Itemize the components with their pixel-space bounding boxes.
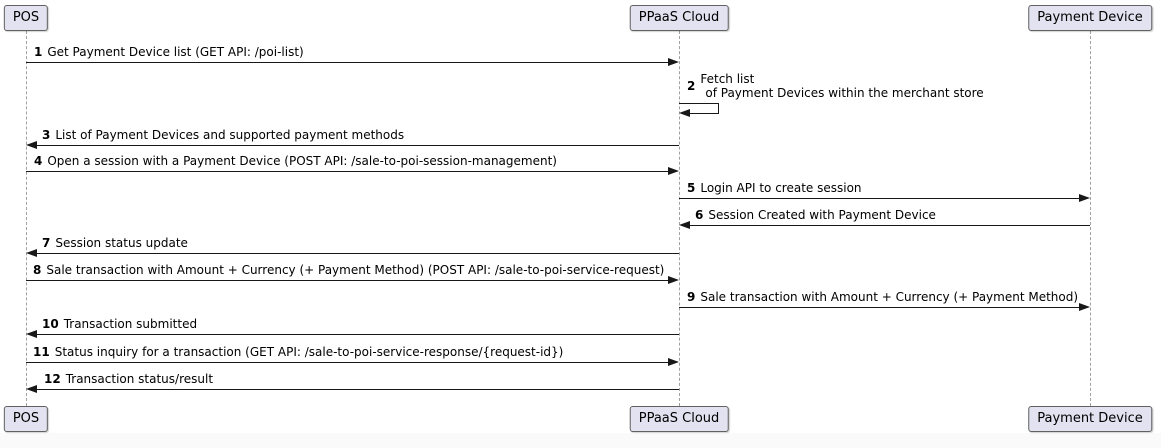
message-2-label: 2 Fetch list of Payment Devices within t…: [687, 72, 984, 100]
message-number: 9: [687, 290, 696, 304]
message-7-label: 7 Session status update: [42, 236, 188, 251]
message-1-label: 1 Get Payment Device list (GET API: /poi-…: [34, 45, 304, 60]
arrowhead-left-icon: [679, 109, 690, 117]
message-number: 10: [42, 317, 59, 331]
message-number: 8: [33, 263, 42, 277]
message-number: 6: [695, 208, 704, 222]
message-8-label: 8 Sale transaction with Amount + Currency…: [33, 263, 664, 278]
message-number: 3: [42, 128, 51, 142]
participant-payment-device-top: Payment Device: [1028, 5, 1152, 31]
message-2-loop-bottom: [689, 113, 719, 114]
participant-ppaas-cloud-top: PPaaS Cloud: [629, 5, 729, 31]
message-9-label: 9 Sale transaction with Amount + Currency…: [687, 290, 1078, 305]
participant-pos-bottom: POS: [3, 406, 49, 432]
participant-pos-top: POS: [3, 5, 49, 31]
message-4-line: [26, 171, 669, 172]
arrowhead-right-icon: [668, 58, 679, 66]
message-10-line: [36, 334, 679, 335]
message-1-line: [26, 62, 669, 63]
message-8-line: [26, 280, 669, 281]
message-11-line: [26, 362, 669, 363]
message-text: Status inquiry for a transaction (GET AP…: [54, 345, 564, 359]
message-text: Login API to create session: [700, 181, 862, 195]
arrowhead-left-icon: [26, 330, 37, 338]
message-text: Transaction status/result: [65, 372, 214, 386]
message-3-line: [36, 145, 679, 146]
message-text: Sale transaction with Amount + Currency …: [700, 290, 1079, 304]
arrowhead-right-icon: [668, 276, 679, 284]
arrowhead-left-icon: [26, 385, 37, 393]
message-9-line: [679, 307, 1079, 308]
arrowhead-left-icon: [26, 141, 37, 149]
message-text: Fetch list of Payment Devices within the…: [700, 72, 984, 100]
message-3-label: 3 List of Payment Devices and supported p…: [42, 128, 404, 143]
message-10-label: 10 Transaction submitted: [42, 317, 197, 332]
message-5-label: 5 Login API to create session: [687, 181, 862, 196]
lifeline-ppaas-cloud: [679, 31, 680, 406]
message-text: Session status update: [55, 236, 188, 250]
message-text: Open a session with a Payment Device (PO…: [47, 154, 557, 168]
message-number: 12: [44, 372, 61, 386]
message-number: 2: [687, 78, 696, 93]
page-background-strip: [0, 433, 1161, 448]
message-text: Transaction submitted: [63, 317, 198, 331]
message-6-label: 6 Session Created with Payment Device: [695, 208, 936, 223]
message-text: Sale transaction with Amount + Currency …: [46, 263, 665, 277]
message-12-label: 12 Transaction status/result: [44, 372, 213, 387]
message-text: Session Created with Payment Device: [708, 208, 936, 222]
message-number: 5: [687, 181, 696, 195]
message-7-line: [36, 253, 679, 254]
arrowhead-right-icon: [668, 358, 679, 366]
arrowhead-right-icon: [668, 167, 679, 175]
participant-ppaas-cloud-bottom: PPaaS Cloud: [629, 406, 729, 432]
message-2-loop-top: [679, 103, 719, 104]
message-text: Get Payment Device list (GET API: /poi-l…: [47, 45, 304, 59]
arrowhead-right-icon: [1079, 303, 1090, 311]
message-11-label: 11 Status inquiry for a transaction (GET …: [33, 345, 563, 360]
arrowhead-right-icon: [1079, 194, 1090, 202]
message-number: 11: [33, 345, 50, 359]
message-text: List of Payment Devices and supported pa…: [55, 128, 405, 142]
message-6-line: [690, 225, 1090, 226]
message-2-loop-side: [718, 103, 719, 114]
message-5-line: [679, 198, 1079, 199]
arrowhead-left-icon: [679, 221, 690, 229]
lifeline-payment-device: [1090, 31, 1091, 406]
message-number: 1: [34, 45, 43, 59]
message-number: 4: [34, 154, 43, 168]
message-number: 7: [42, 236, 51, 250]
participant-payment-device-bottom: Payment Device: [1028, 406, 1152, 432]
lifeline-pos: [26, 31, 27, 406]
arrowhead-left-icon: [26, 249, 37, 257]
message-12-line: [36, 389, 679, 390]
message-4-label: 4 Open a session with a Payment Device (P…: [34, 154, 557, 169]
